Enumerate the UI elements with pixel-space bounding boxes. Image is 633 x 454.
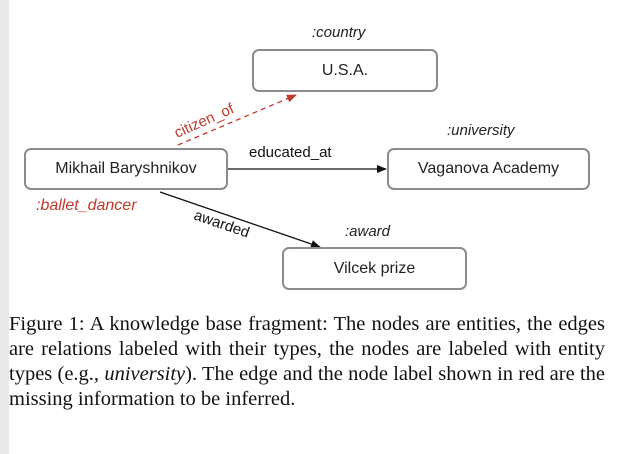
node-vilcek-prize: Vilcek prize <box>282 247 467 290</box>
figure-caption: Figure 1: A knowledge base fragment: The… <box>9 312 605 412</box>
type-label-university: :university <box>447 122 515 139</box>
knowledge-graph-diagram: citizen_of educated_at awarded U.S.A. Mi… <box>24 24 590 290</box>
caption-italic-term: university <box>104 363 186 385</box>
edges-layer: citizen_of educated_at awarded <box>159 94 387 248</box>
edge-awarded <box>159 191 321 248</box>
caption-text-start: Figure 1: A knowledge base fragment: The… <box>9 313 605 385</box>
caption-text-end: ). The edge and the node label shown in … <box>9 363 605 410</box>
edge-label-citizen-of: citizen_of <box>172 100 238 142</box>
type-label-award: :award <box>345 223 391 240</box>
node-usa: U.S.A. <box>252 49 438 92</box>
type-label-country: :country <box>312 24 366 41</box>
page-edge <box>0 0 9 454</box>
type-label-ballet-dancer: :ballet_dancer <box>36 197 137 214</box>
edge-label-educated-at: educated_at <box>249 144 332 161</box>
edge-citizen-of <box>177 94 297 146</box>
node-mikhail-baryshnikov: Mikhail Baryshnikov <box>24 148 228 190</box>
node-vaganova-academy: Vaganova Academy <box>387 148 590 190</box>
edge-label-awarded: awarded <box>192 207 252 242</box>
